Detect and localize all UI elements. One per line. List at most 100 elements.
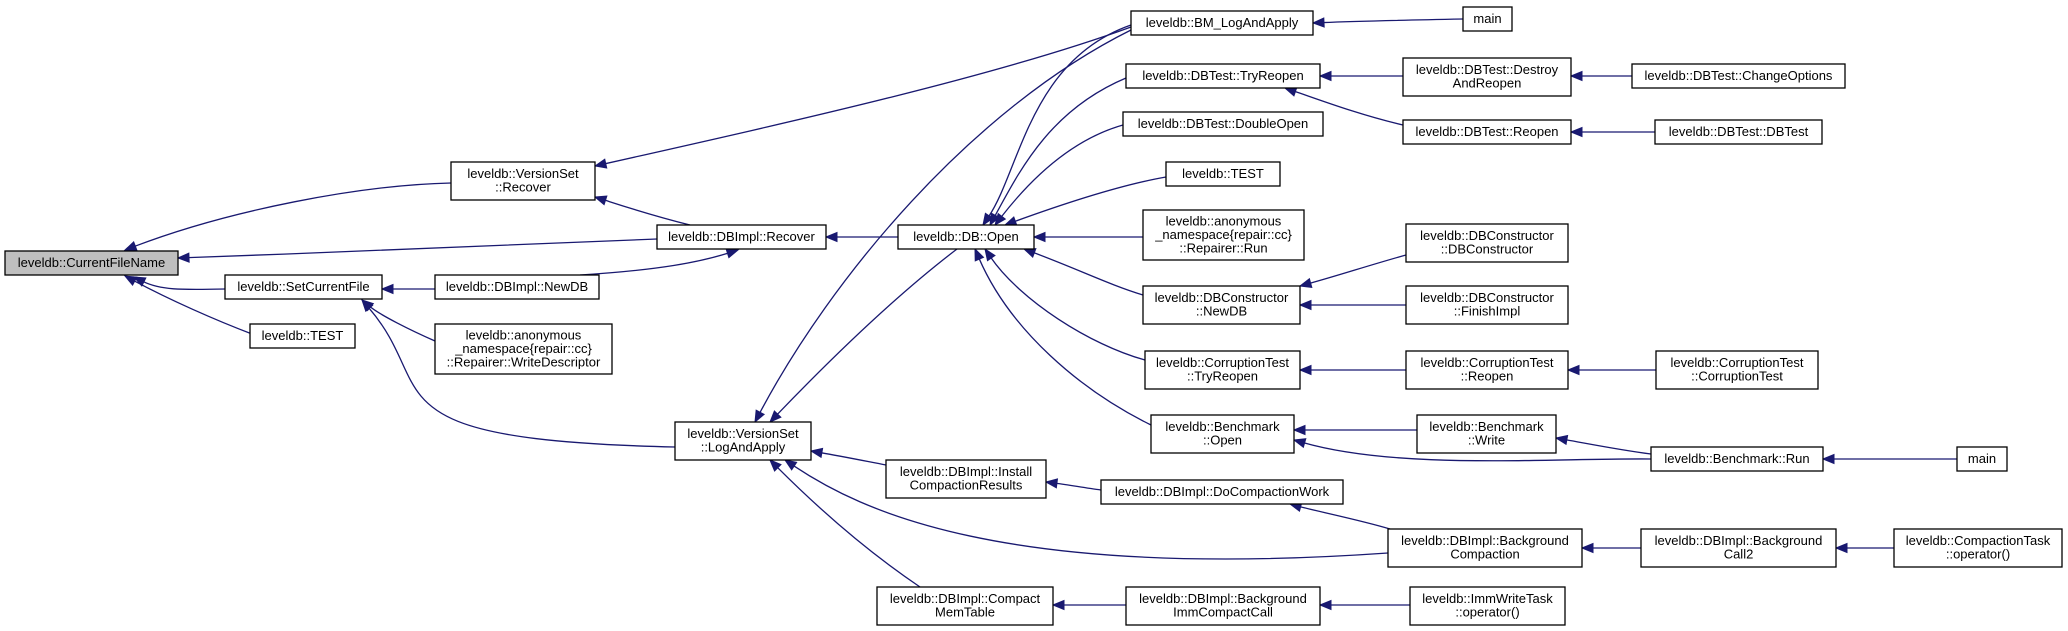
node-label: leveldb::Benchmark xyxy=(1165,419,1280,434)
node-creopen[interactable]: leveldb::CorruptionTest::Reopen xyxy=(1405,350,1569,390)
node-label: leveldb::BM_LogAndApply xyxy=(1146,15,1299,30)
node-reprun[interactable]: leveldb::anonymous_namespace{repair::cc}… xyxy=(1142,209,1305,261)
node-wd[interactable]: leveldb::anonymous_namespace{repair::cc}… xyxy=(434,323,613,375)
node-bgimm[interactable]: leveldb::DBImpl::BackgroundImmCompactCal… xyxy=(1125,586,1321,626)
call-edge-bmrun-to-bmwrite xyxy=(1554,434,1652,455)
call-edge-ctop-to-bgcall2 xyxy=(1834,542,1895,554)
node-box xyxy=(897,224,1035,250)
node-changeopt[interactable]: leveldb::DBTest::ChangeOptions xyxy=(1631,63,1846,89)
node-box xyxy=(1130,10,1314,36)
node-label: ::NewDB xyxy=(1196,304,1247,319)
node-dbcctor[interactable]: leveldb::DBConstructor::DBConstructor xyxy=(1405,223,1569,263)
node-main2[interactable]: main xyxy=(1956,446,2008,472)
node-imm[interactable]: leveldb::ImmWriteTask::operator() xyxy=(1409,586,1566,626)
arrow-head-icon xyxy=(593,158,608,169)
node-dbir[interactable]: leveldb::DBImpl::Recover xyxy=(656,224,827,250)
arrow-head-icon xyxy=(1318,70,1332,82)
node-box xyxy=(1405,223,1569,263)
node-scf[interactable]: leveldb::SetCurrentFile xyxy=(224,274,383,300)
call-edge-main2-to-bmrun xyxy=(1821,453,1957,465)
arrow-head-icon xyxy=(1032,231,1046,243)
arrow-head-icon xyxy=(1051,599,1065,611)
node-label: leveldb::DBConstructor xyxy=(1155,290,1289,305)
call-edge-vsl-to-scf xyxy=(361,299,676,448)
node-label: ::LogAndApply xyxy=(701,440,786,455)
node-box xyxy=(1165,161,1281,187)
edge-line xyxy=(604,199,691,226)
node-label: leveldb::DBImpl::NewDB xyxy=(446,279,588,294)
node-label: ::DBConstructor xyxy=(1441,242,1534,257)
edge-line xyxy=(1303,442,1652,462)
edge-line xyxy=(1033,251,1144,296)
node-label: leveldb::TEST xyxy=(1182,166,1264,181)
node-label: leveldb::CurrentFileName xyxy=(18,255,165,270)
node-box xyxy=(1631,63,1846,89)
call-edge-newdb-to-dbir xyxy=(579,248,740,276)
node-box xyxy=(4,250,179,276)
call-edge-bmwrite-to-bmopen xyxy=(1292,424,1417,436)
node-test1[interactable]: leveldb::TEST xyxy=(249,323,356,349)
node-vsr[interactable]: leveldb::VersionSet::Recover xyxy=(450,161,596,201)
call-edge-doubleopen-to-dbopen xyxy=(994,124,1124,227)
node-label: leveldb::Benchmark::Run xyxy=(1664,451,1809,466)
call-edge-docw-to-install xyxy=(1044,478,1102,491)
node-docw[interactable]: leveldb::DBImpl::DoCompactionWork xyxy=(1100,479,1344,505)
arrow-head-icon xyxy=(974,247,985,262)
node-doubleopen[interactable]: leveldb::DBTest::DoubleOpen xyxy=(1122,111,1324,137)
call-edge-dbir-to-root xyxy=(176,238,658,263)
node-newdb[interactable]: leveldb::DBImpl::NewDB xyxy=(434,274,600,300)
node-dbcfinish[interactable]: leveldb::DBConstructor::FinishImpl xyxy=(1405,285,1569,325)
call-edge-destroy-to-tryreopen xyxy=(1318,70,1404,82)
call-edge-imm-to-bgimm xyxy=(1318,599,1410,611)
call-edge-bmlog-to-vsr xyxy=(593,26,1132,169)
edge-line xyxy=(134,182,452,248)
node-label: _namespace{repair::cc} xyxy=(1154,227,1292,242)
node-label: leveldb::DBImpl::Compact xyxy=(890,591,1041,606)
node-box xyxy=(1640,528,1837,568)
edge-line xyxy=(604,26,1132,165)
node-label: leveldb::DB::Open xyxy=(913,229,1019,244)
node-vsl[interactable]: leveldb::VersionSet::LogAndApply xyxy=(674,421,812,461)
node-bmwrite[interactable]: leveldb::Benchmark::Write xyxy=(1416,414,1557,454)
arrow-head-icon xyxy=(725,248,740,259)
node-root[interactable]: leveldb::CurrentFileName xyxy=(4,250,179,276)
node-cctor[interactable]: leveldb::CorruptionTest::CorruptionTest xyxy=(1655,350,1819,390)
node-box xyxy=(1387,528,1583,568)
node-tryreopen[interactable]: leveldb::DBTest::TryReopen xyxy=(1125,63,1321,89)
node-label: main xyxy=(1968,451,1996,466)
node-reopen[interactable]: leveldb::DBTest::Reopen xyxy=(1402,119,1572,145)
node-dbtest[interactable]: leveldb::DBTest::DBTest xyxy=(1654,119,1823,145)
call-edge-main1-to-bmlog xyxy=(1311,17,1464,28)
node-ctryreopen[interactable]: leveldb::CorruptionTest::TryReopen xyxy=(1144,350,1301,390)
edge-line xyxy=(1055,482,1102,491)
node-main1[interactable]: main xyxy=(1462,6,1513,32)
node-box xyxy=(1405,285,1569,325)
node-box xyxy=(1462,6,1513,32)
node-label: leveldb::DBTest::ChangeOptions xyxy=(1645,68,1833,83)
edge-line xyxy=(978,257,1152,426)
node-label: leveldb::Benchmark xyxy=(1429,419,1544,434)
node-test2[interactable]: leveldb::TEST xyxy=(1165,161,1281,187)
node-bmrun[interactable]: leveldb::Benchmark::Run xyxy=(1650,446,1824,472)
call-edge-vsr-to-root xyxy=(123,182,452,251)
node-bmopen[interactable]: leveldb::Benchmark::Open xyxy=(1150,414,1295,454)
edge-line xyxy=(759,29,1132,414)
node-bmlog[interactable]: leveldb::BM_LogAndApply xyxy=(1130,10,1314,36)
node-box xyxy=(1409,586,1566,626)
node-dbopen[interactable]: leveldb::DB::Open xyxy=(897,224,1035,250)
node-dbcnewdb[interactable]: leveldb::DBConstructor::NewDB xyxy=(1142,285,1301,325)
node-box xyxy=(1150,414,1295,454)
arrow-head-icon xyxy=(809,447,824,459)
arrow-head-icon xyxy=(1022,248,1037,258)
node-ctop[interactable]: leveldb::CompactionTask::operator() xyxy=(1893,528,2063,568)
node-label: MemTable xyxy=(935,605,995,620)
node-install[interactable]: leveldb::DBImpl::InstallCompactionResult… xyxy=(885,459,1047,499)
call-edge-bgc-to-docw xyxy=(1288,501,1391,530)
arrow-head-icon xyxy=(989,212,1001,227)
call-edge-dbopen-to-vsl xyxy=(769,248,958,423)
node-box xyxy=(224,274,383,300)
